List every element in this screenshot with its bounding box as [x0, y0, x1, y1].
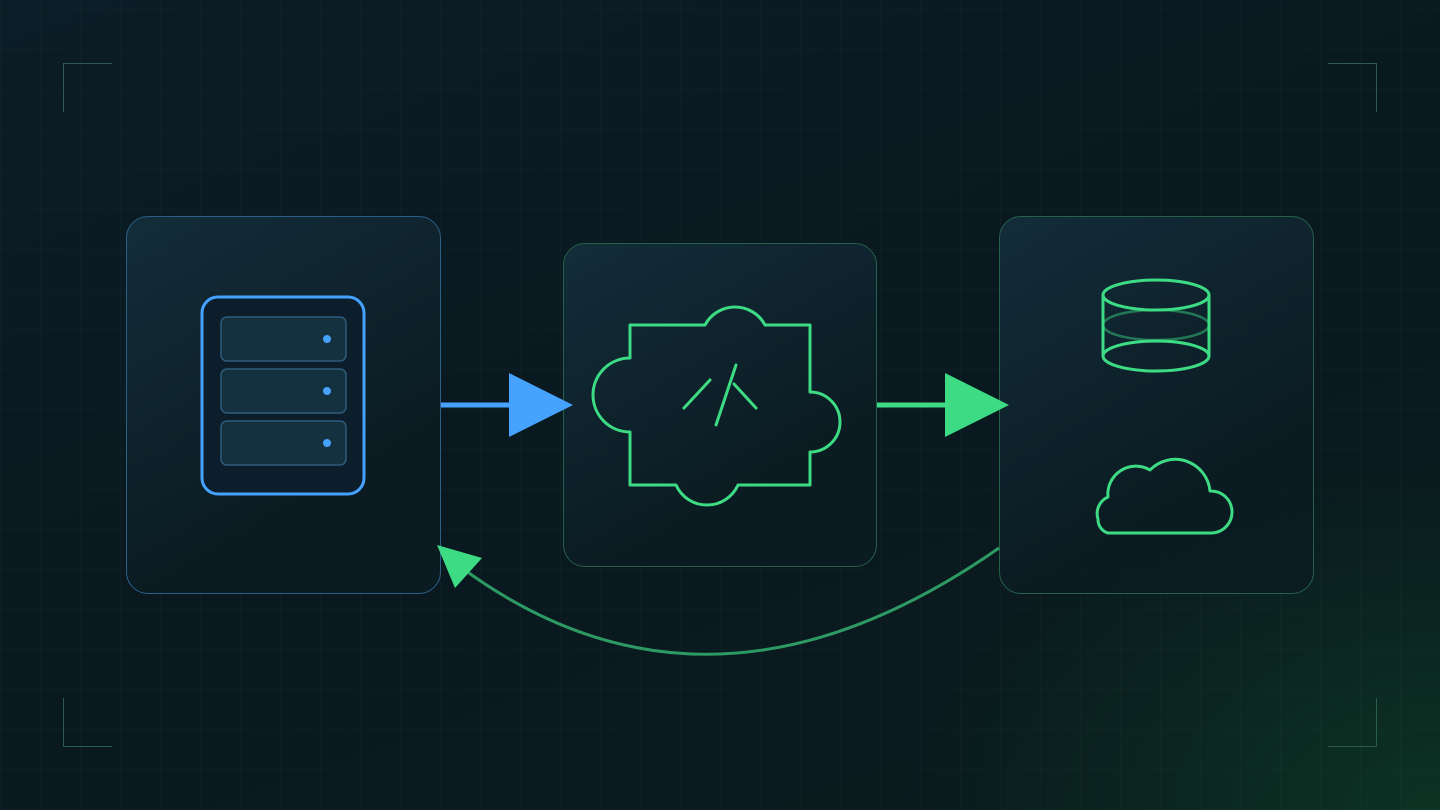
server-led: [323, 439, 331, 447]
cloud-icon: [1095, 457, 1234, 535]
server-unit: [220, 420, 347, 466]
database-icon: [1101, 278, 1211, 373]
processing-node-card: [563, 243, 877, 567]
server-led: [323, 335, 331, 343]
server-unit: [220, 316, 347, 362]
arrow-source-to-processing: [441, 373, 573, 437]
frame-corner-top-right: [1328, 63, 1377, 112]
server-led: [323, 387, 331, 395]
frame-corner-bottom-right: [1328, 698, 1377, 747]
frame-corner-top-left: [63, 63, 112, 112]
arrow-processing-to-destination: [877, 373, 1009, 437]
code-cloud-icon: [591, 305, 842, 507]
server-rack-icon: [200, 295, 366, 496]
server-unit: [220, 368, 347, 414]
arrow-destination-to-source: [437, 545, 1000, 656]
frame-corner-bottom-left: [63, 698, 112, 747]
